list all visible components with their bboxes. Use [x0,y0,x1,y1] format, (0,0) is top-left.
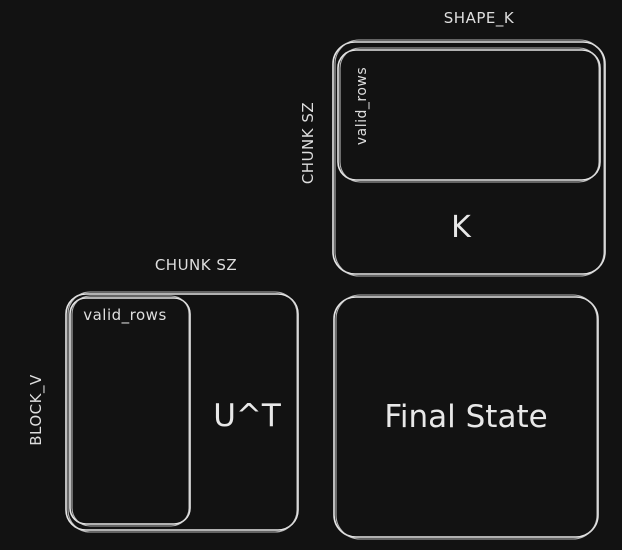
final-state-box-sketch [335,294,598,540]
ut-valid-rows-box [69,297,191,525]
ut-top-label: CHUNK SZ [155,256,237,274]
k-side-label: CHUNK SZ [299,102,317,184]
k-top-label: SHAPE_K [444,9,515,28]
k-center-label: K [451,210,472,245]
final-state-label: Final State [384,399,547,435]
k-block-outer-box [332,41,606,275]
ut-valid-rows-box-sketch [71,295,190,527]
final-state-block: Final State [333,294,599,540]
k-valid-rows-box-sketch [339,47,600,183]
ut-block-outer-box [65,293,299,531]
ut-center-label: U^T [213,398,282,434]
final-state-box [333,296,599,538]
k-valid-rows-box [337,49,601,181]
ut-side-label: BLOCK_V [27,374,46,446]
ut-block: CHUNK SZ BLOCK_V valid_rows U^T [27,256,299,533]
ut-block-outer-box-sketch [67,291,298,533]
ut-valid-rows-label: valid_rows [83,306,167,325]
k-block: SHAPE_K CHUNK SZ valid_rows K [299,9,606,277]
k-block-outer-box-sketch [334,39,605,277]
k-valid-rows-label: valid_rows [354,67,370,145]
